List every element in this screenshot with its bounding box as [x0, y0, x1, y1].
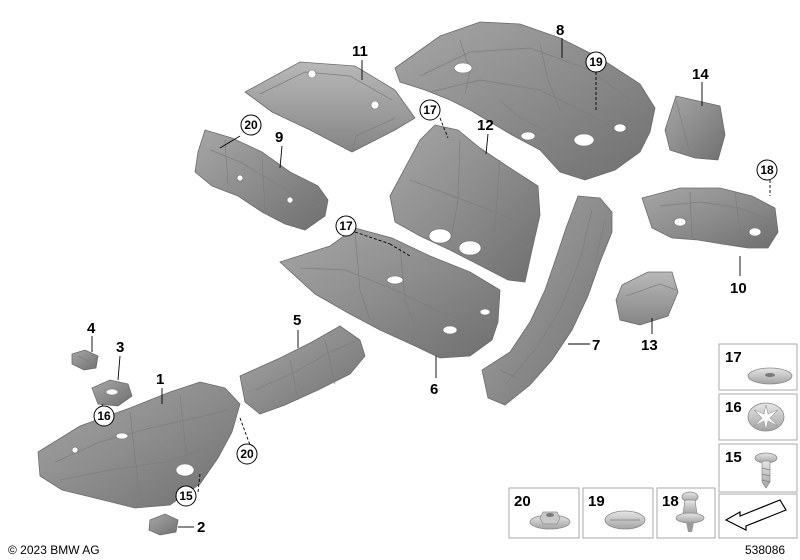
part-1-main-insulation [37, 381, 241, 509]
label-13: 13 [641, 337, 658, 354]
circled-label-20-upper: 20 [240, 114, 262, 136]
circled-label-16: 16 [93, 405, 115, 427]
part-4-bracket [71, 349, 99, 371]
circled-label-20-lower: 20 [236, 443, 258, 465]
hardware-kit-column: 17 16 15 [718, 343, 798, 539]
part-9-bracket-insulation [194, 129, 329, 231]
svg-text:20: 20 [244, 118, 258, 132]
kit-box-17: 17 [718, 343, 798, 391]
label-11: 11 [352, 43, 368, 60]
part-14-pad [664, 95, 726, 161]
kit-box-16: 16 [718, 393, 798, 441]
kit-box-15: 15 [718, 443, 798, 493]
kit-box-20: 20 [508, 487, 580, 539]
label-5: 5 [293, 312, 301, 329]
kit-box-18: 18 [656, 487, 716, 539]
svg-text:20: 20 [514, 493, 531, 510]
part-5-heat-shield [239, 325, 366, 415]
hardware-kit-row: 20 19 18 [508, 487, 716, 539]
part-10-wheelarch-insulation [641, 187, 779, 249]
svg-text:15: 15 [179, 489, 193, 503]
part-2-plug [148, 513, 179, 536]
part-labels: 1 2 3 4 5 6 7 8 9 10 11 12 13 14 [87, 22, 747, 536]
leader-lines [91, 38, 771, 528]
svg-text:19: 19 [588, 493, 605, 510]
kit-box-arrow [718, 493, 798, 539]
circled-label-17-upper: 17 [419, 99, 441, 121]
svg-text:17: 17 [339, 219, 353, 233]
label-8: 8 [556, 22, 564, 39]
svg-text:18: 18 [760, 163, 774, 177]
label-12: 12 [477, 117, 494, 134]
circled-labels: 20 17 19 18 17 16 20 15 [93, 51, 778, 507]
arrow-symbol-icon [724, 499, 787, 531]
label-10: 10 [730, 280, 747, 297]
label-7: 7 [592, 337, 600, 354]
label-9: 9 [275, 129, 283, 146]
svg-text:18: 18 [662, 493, 679, 510]
svg-text:17: 17 [725, 349, 742, 366]
svg-text:15: 15 [725, 449, 742, 466]
label-3: 3 [116, 339, 124, 356]
diagram-number: 538086 [745, 543, 785, 557]
part-11-trim-board [244, 61, 416, 153]
part-13-cushion [615, 271, 679, 326]
circled-label-17-lower: 17 [335, 215, 357, 237]
circled-label-18: 18 [756, 159, 778, 181]
label-2: 2 [197, 519, 205, 536]
label-14: 14 [692, 66, 709, 83]
label-1: 1 [156, 371, 164, 388]
label-6: 6 [430, 381, 438, 398]
svg-text:19: 19 [589, 55, 603, 69]
svg-text:17: 17 [423, 103, 437, 117]
svg-text:20: 20 [240, 447, 254, 461]
part-3-mount [91, 379, 133, 407]
part-7-side-insulation [481, 195, 613, 406]
kit-box-19: 19 [582, 487, 654, 539]
copyright-text: © 2023 BMW AG [8, 543, 100, 557]
svg-text:16: 16 [97, 409, 111, 423]
part-12-rear-panel [389, 124, 541, 283]
circled-label-19: 19 [585, 51, 607, 73]
label-4: 4 [87, 320, 96, 337]
part-6-lower-floor-insulation [279, 227, 501, 359]
svg-text:16: 16 [725, 399, 742, 416]
circled-label-15: 15 [175, 485, 197, 507]
